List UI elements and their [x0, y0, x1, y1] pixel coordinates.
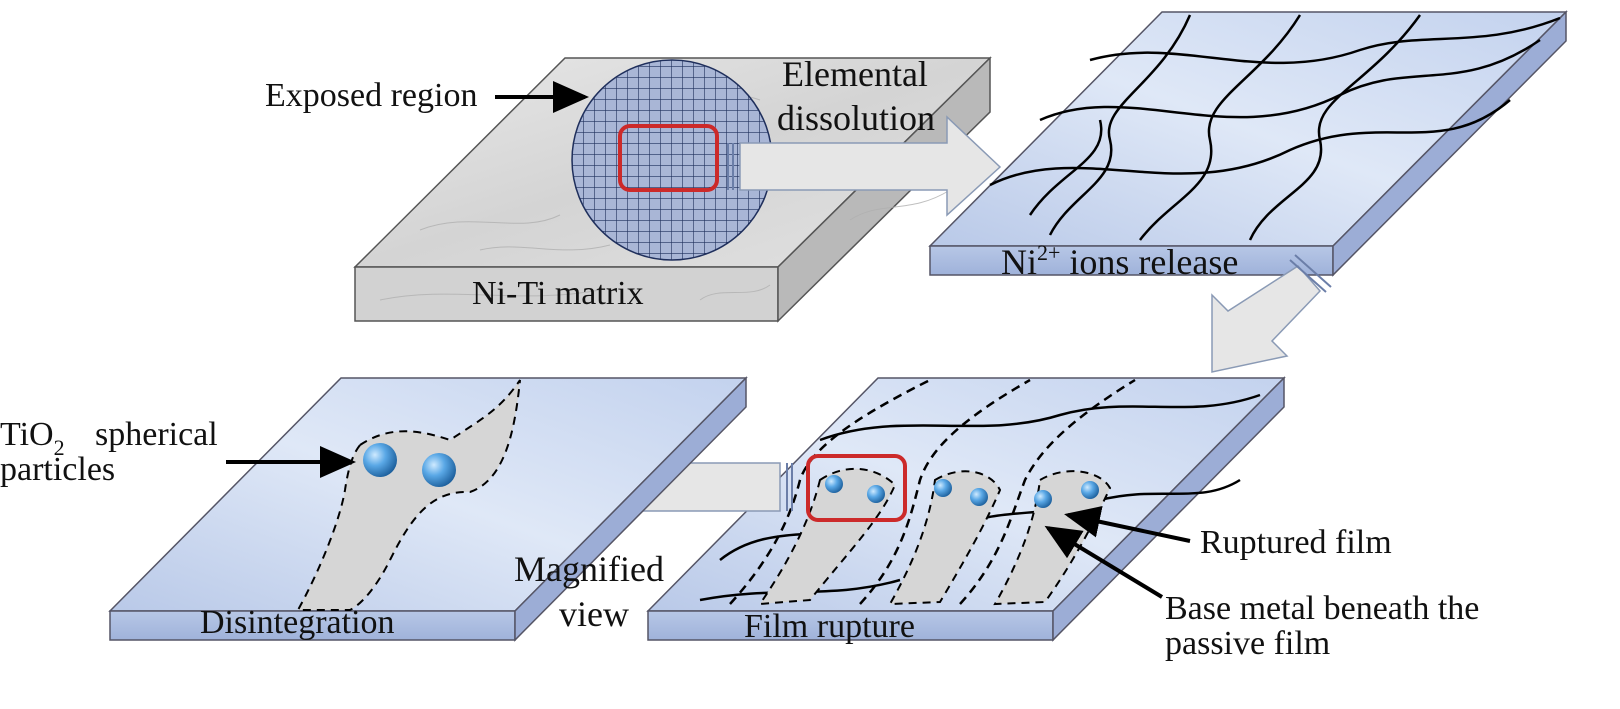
base-metal-label-line2: passive film [1165, 625, 1330, 662]
tio2-particle [867, 485, 885, 503]
tio2-label-base: TiO [0, 416, 54, 453]
rupture-arrow [1211, 254, 1332, 373]
tio2-particle [825, 475, 843, 493]
tio2-label-subscript: 2 [54, 435, 65, 460]
disintegration-film [108, 376, 748, 642]
base-metal-label-line1: Base metal beneath the [1165, 590, 1479, 627]
disintegration-label: Disintegration [200, 604, 395, 641]
tio2-particle [970, 488, 988, 506]
ions-release-film [928, 10, 1568, 277]
base-metal-pointer [1044, 525, 1164, 599]
tio2-spherical-label: spherical [95, 416, 218, 453]
ruptured-film-pointer [1064, 506, 1191, 543]
film3-side [1052, 376, 1285, 642]
exposed-highlight-box [618, 124, 719, 192]
film3-particles [825, 475, 1099, 508]
ni-label-base: Ni [1001, 242, 1037, 282]
film-rupture-label: Film rupture [744, 608, 915, 645]
tio2-label: TiO2 [0, 416, 65, 460]
dissolution-arrow [727, 115, 1002, 217]
rupture-highlight-box [806, 454, 907, 522]
ni-ions-label: Ni2+ ions release [1001, 240, 1238, 282]
particles-label: particles [0, 451, 115, 488]
tio2-particle [1034, 490, 1052, 508]
elemental-label-line2: dissolution [777, 98, 935, 138]
tio2-particle [1081, 481, 1099, 499]
ruptured-film-label: Ruptured film [1200, 524, 1392, 561]
film2-network-lines [989, 14, 1561, 241]
elemental-label-line1: Elemental [782, 54, 928, 94]
film4-side [514, 376, 747, 642]
exposed-region-label: Exposed region [265, 77, 477, 114]
magnified-label-line1: Magnified [514, 549, 664, 589]
disintegration-zone [296, 379, 521, 611]
film3-dashed-cracks [729, 378, 1136, 605]
tio2-large-particle [422, 453, 456, 487]
ni-label-superscript: 2+ [1037, 240, 1060, 265]
magnified-label-line2: view [559, 594, 629, 634]
tio2-particle [934, 479, 952, 497]
film-rupture-film [646, 376, 1286, 642]
film2-side [1332, 10, 1567, 277]
niti-matrix-label: Ni-Ti matrix [472, 275, 644, 312]
tio2-large-particle [363, 443, 397, 477]
ni-label-rest: ions release [1060, 242, 1238, 282]
